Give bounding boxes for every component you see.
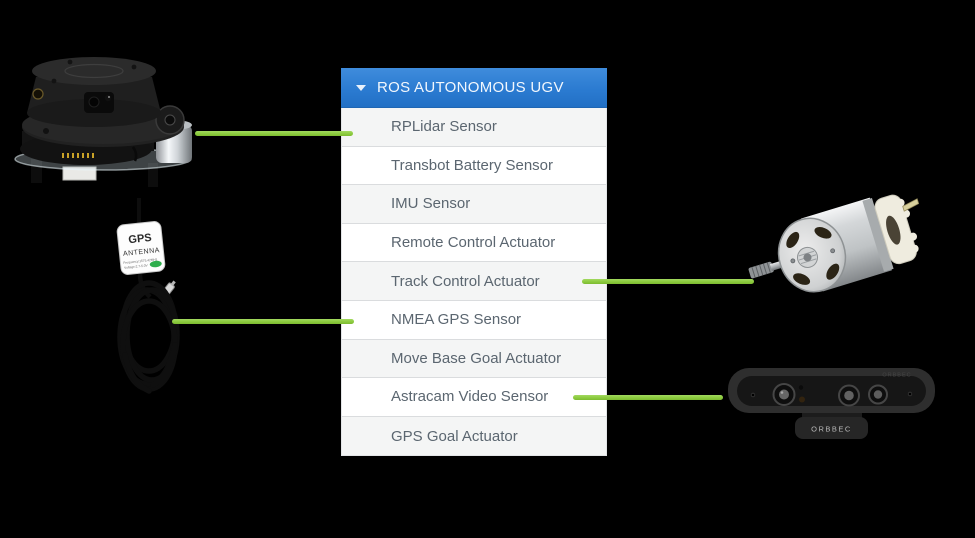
astra-camera-illustration: ORBBEC ORBBEC xyxy=(728,368,935,439)
chevron-down-icon xyxy=(356,84,366,91)
menu-item-move-base-goal[interactable]: Move Base Goal Actuator xyxy=(342,339,606,379)
connector-motor-line xyxy=(582,279,754,284)
menu-item-label: Track Control Actuator xyxy=(391,272,540,290)
menu-item-nmea-gps[interactable]: NMEA GPS Sensor xyxy=(342,300,606,340)
rplidar-device-image xyxy=(10,55,200,195)
connector-rplidar-line xyxy=(195,131,353,136)
menu-item-gps-goal[interactable]: GPS Goal Actuator xyxy=(342,416,606,456)
camera-base-brand-label: ORBBEC xyxy=(811,425,852,434)
menu-header[interactable]: ROS AUTONOMOUS UGV xyxy=(341,68,607,108)
connector-camera-line xyxy=(573,395,723,400)
connector-gps-line xyxy=(172,319,354,324)
gps-label-spec1: Frequency:1575.42MHz xyxy=(123,257,158,265)
menu-item-label: Transbot Battery Sensor xyxy=(391,156,554,174)
menu-item-label: NMEA GPS Sensor xyxy=(391,311,522,329)
gps-label-spec2: Voltage:2.7-5.0V xyxy=(124,263,149,270)
ros-ugv-menu-panel: ROS AUTONOMOUS UGV RPLidar Sensor Transb… xyxy=(341,68,607,457)
menu-item-label: Move Base Goal Actuator xyxy=(391,349,562,367)
gps-antenna-device-image: GPS ANTENNA Frequency:1575.42MHz Voltage… xyxy=(95,195,200,405)
astra-camera-device-image: ORBBEC ORBBEC xyxy=(725,363,940,448)
menu-item-label: Remote Control Actuator xyxy=(391,234,556,252)
menu-title: ROS AUTONOMOUS UGV xyxy=(377,79,564,96)
gps-label-line1: GPS xyxy=(128,232,152,246)
menu-item-transbot-battery[interactable]: Transbot Battery Sensor xyxy=(342,146,606,186)
menu-item-label: IMU Sensor xyxy=(391,195,471,213)
dc-motor-device-image xyxy=(745,185,940,315)
gps-antenna-illustration: GPS ANTENNA Frequency:1575.42MHz Voltage… xyxy=(116,198,180,394)
rplidar-illustration xyxy=(14,57,192,187)
menu-item-track-control[interactable]: Track Control Actuator xyxy=(342,262,606,301)
menu-item-label: Astracam Video Sensor xyxy=(391,388,549,406)
menu-item-label: RPLidar Sensor xyxy=(391,118,497,136)
menu-item-imu-sensor[interactable]: IMU Sensor xyxy=(342,185,606,224)
gps-label-line2: ANTENNA xyxy=(123,247,160,258)
menu-item-remote-control[interactable]: Remote Control Actuator xyxy=(342,223,606,263)
camera-top-brand-label: ORBBEC xyxy=(882,373,911,379)
menu-item-astracam-video[interactable]: Astracam Video Sensor xyxy=(342,378,606,417)
camera-lenses xyxy=(772,383,888,407)
dc-motor-illustration xyxy=(748,194,920,293)
menu-item-rplidar-sensor[interactable]: RPLidar Sensor xyxy=(342,108,606,147)
menu-item-label: GPS Goal Actuator xyxy=(391,427,518,445)
